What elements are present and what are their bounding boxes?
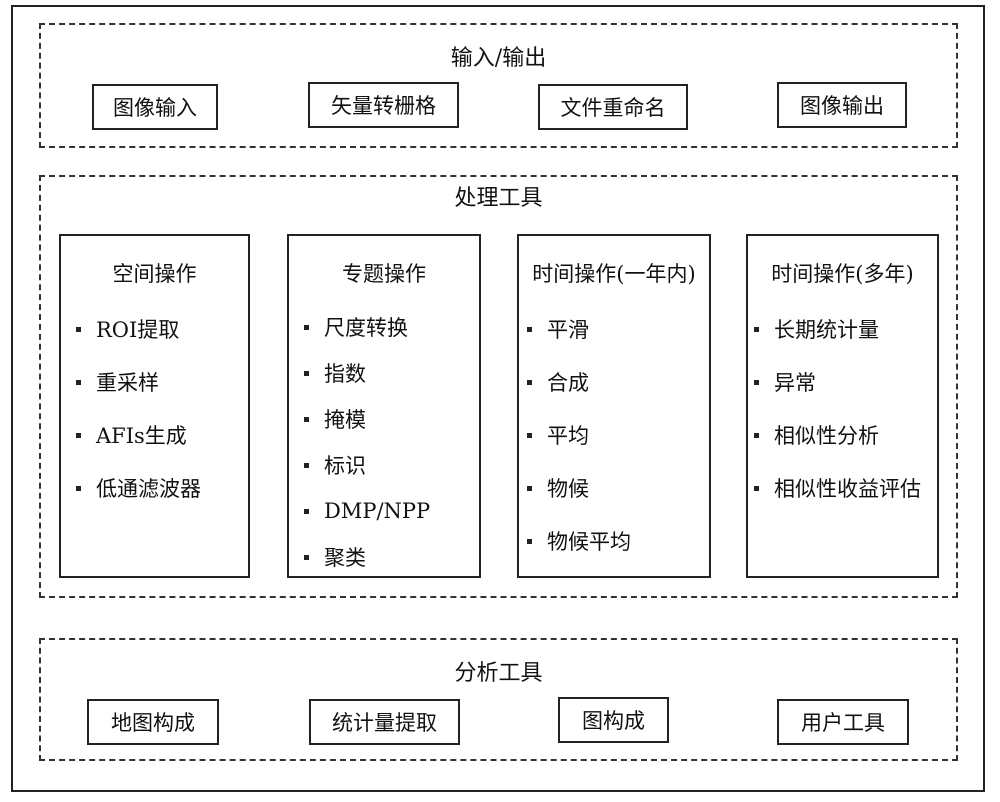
list-item-label: 重采样: [96, 371, 159, 395]
list-item[interactable]: 尺度转换: [289, 312, 479, 342]
bullet-icon: [527, 485, 532, 491]
list-item-label: 指数: [324, 362, 366, 386]
list-item-label: 平均: [547, 424, 589, 448]
statistics-extraction-tool[interactable]: 统计量提取: [309, 699, 460, 745]
image-output-tool[interactable]: 图像输出: [777, 82, 907, 128]
bullet-icon: [76, 326, 81, 332]
list-item[interactable]: 物候: [519, 473, 709, 503]
list-item-label: 物候平均: [547, 530, 631, 554]
bullet-icon: [304, 416, 309, 422]
bullet-icon: [527, 432, 532, 438]
analysis-section: 分析工具 地图构成 统计量提取 图构成 用户工具: [39, 638, 958, 761]
list-item[interactable]: 相似性分析: [748, 420, 937, 450]
outer-frame: [11, 5, 985, 792]
panel-title: 时间操作(多年): [771, 262, 914, 286]
map-composition-tool[interactable]: 地图构成: [87, 699, 219, 745]
panel-title: 专题操作: [342, 262, 426, 286]
bullet-icon: [754, 326, 759, 332]
list-item-label: ROI提取: [96, 318, 180, 342]
processing-section: 处理工具 空间操作 ROI提取 重采样 AFIs生成 低通滤波器 专题操作: [39, 175, 958, 598]
vector-to-raster-tool[interactable]: 矢量转栅格: [308, 82, 459, 128]
panel-title: 空间操作: [112, 262, 197, 286]
io-section: 输入/输出 图像输入 矢量转栅格 文件重命名 图像输出: [39, 23, 958, 148]
list-item-label: 低通滤波器: [96, 477, 201, 501]
list-item-label: 标识: [324, 454, 366, 478]
list-item[interactable]: ROI提取: [61, 314, 248, 344]
io-section-title: 输入/输出: [450, 46, 547, 71]
list-item-label: DMP/NPP: [324, 499, 431, 523]
bullet-icon: [754, 485, 759, 491]
bullet-icon: [76, 432, 81, 438]
user-tools-tool[interactable]: 用户工具: [777, 699, 909, 745]
list-item[interactable]: 掩模: [289, 404, 479, 434]
bullet-icon: [304, 462, 309, 468]
list-item-label: 聚类: [324, 546, 366, 570]
list-item-label: 相似性收益评估: [774, 477, 921, 501]
panel-title: 时间操作(一年内): [532, 262, 696, 286]
list-item[interactable]: 重采样: [61, 367, 248, 397]
bullet-icon: [304, 324, 309, 330]
list-item[interactable]: 相似性收益评估: [748, 473, 937, 503]
bullet-icon: [304, 508, 309, 514]
list-item-label: 异常: [774, 371, 816, 395]
image-input-tool[interactable]: 图像输入: [92, 84, 218, 130]
graph-composition-tool[interactable]: 图构成: [558, 697, 669, 743]
list-item[interactable]: 低通滤波器: [61, 473, 248, 503]
analysis-section-title: 分析工具: [454, 661, 543, 686]
bullet-icon: [527, 326, 532, 332]
list-item[interactable]: 平均: [519, 420, 709, 450]
list-item[interactable]: 合成: [519, 367, 709, 397]
list-item[interactable]: 聚类: [289, 542, 479, 572]
bullet-icon: [527, 538, 532, 544]
bullet-icon: [76, 485, 81, 491]
list-item-label: 掩模: [324, 408, 366, 432]
list-item-label: AFIs生成: [96, 424, 187, 448]
list-item[interactable]: AFIs生成: [61, 420, 248, 450]
bullet-icon: [76, 379, 81, 385]
list-item-label: 平滑: [547, 318, 589, 342]
bullet-icon: [527, 379, 532, 385]
list-item-label: 长期统计量: [774, 318, 879, 342]
list-item[interactable]: 标识: [289, 450, 479, 480]
bullet-icon: [304, 370, 309, 376]
bullet-icon: [754, 379, 759, 385]
list-item[interactable]: DMP/NPP: [289, 496, 479, 526]
temporal-within-year-panel: 时间操作(一年内) 平滑 合成 平均 物候 物候平均: [517, 234, 711, 578]
list-item[interactable]: 指数: [289, 358, 479, 388]
thematic-operations-panel: 专题操作 尺度转换 指数 掩模 标识 DMP/NPP: [287, 234, 481, 578]
list-item[interactable]: 物候平均: [519, 526, 709, 556]
list-item-label: 尺度转换: [324, 316, 408, 340]
list-item[interactable]: 异常: [748, 367, 937, 397]
file-rename-tool[interactable]: 文件重命名: [538, 84, 688, 130]
list-item-label: 合成: [547, 371, 589, 395]
spatial-operations-panel: 空间操作 ROI提取 重采样 AFIs生成 低通滤波器: [59, 234, 250, 578]
processing-section-title: 处理工具: [454, 186, 543, 211]
temporal-multi-year-panel: 时间操作(多年) 长期统计量 异常 相似性分析 相似性收益评估: [746, 234, 939, 578]
list-item[interactable]: 平滑: [519, 314, 709, 344]
list-item-label: 物候: [547, 477, 589, 501]
bullet-icon: [304, 554, 309, 560]
list-item-label: 相似性分析: [774, 424, 879, 448]
bullet-icon: [754, 432, 759, 438]
list-item[interactable]: 长期统计量: [748, 314, 937, 344]
